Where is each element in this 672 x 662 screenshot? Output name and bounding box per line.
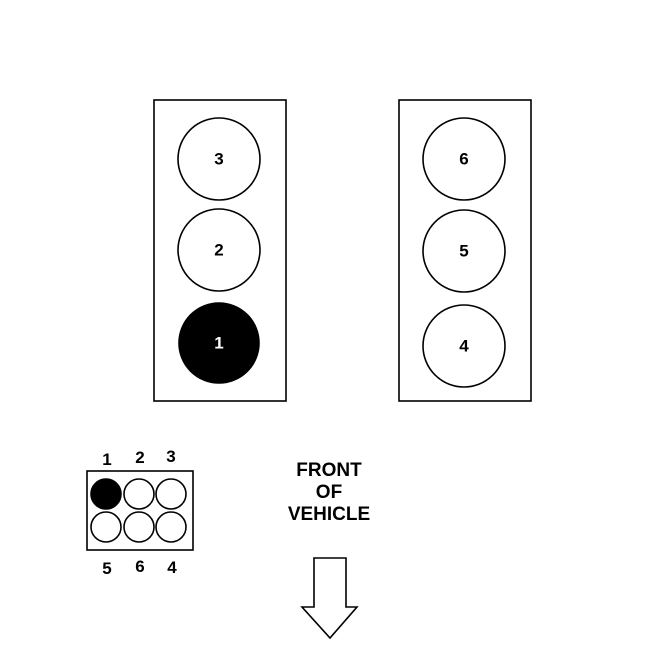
coil-top-label-2: 2 [135,448,144,467]
cylinder-2-label: 2 [214,241,223,260]
coil-tower-4 [155,511,187,543]
coil-tower-6 [123,511,155,543]
cylinder-3 [177,117,261,201]
front-of-vehicle-indicator: FRONT OF VEHICLE [288,460,370,640]
cylinder-5 [422,209,506,293]
coil-tower-2 [123,478,155,510]
coil-bottom-label-5: 5 [102,559,111,578]
front-arrow-icon [300,557,359,640]
coil-pack: 1 2 3 5 6 4 [86,447,194,578]
coil-bottom-label-4: 4 [167,558,177,577]
cylinder-6 [422,117,506,201]
cylinder-4-label: 4 [459,337,469,356]
front-label-line2: OF [316,482,342,503]
cylinder-1 [178,302,260,384]
left-cylinder-bank: 3 2 1 [153,99,287,402]
cylinder-4 [422,304,506,388]
front-label-line1: FRONT [296,460,362,481]
front-label-line3: VEHICLE [288,504,370,525]
coil-bottom-label-6: 6 [135,557,144,576]
coil-top-label-1: 1 [102,450,111,469]
coil-top-label-3: 3 [166,447,175,466]
right-cylinder-bank: 6 5 4 [398,99,532,402]
cylinder-6-label: 6 [459,150,468,169]
coil-tower-5 [90,511,122,543]
cylinder-2 [177,208,261,292]
coil-tower-1 [90,478,122,510]
coil-tower-3 [155,478,187,510]
cylinder-3-label: 3 [214,150,223,169]
cylinder-1-label: 1 [214,334,223,353]
cylinder-5-label: 5 [459,242,468,261]
